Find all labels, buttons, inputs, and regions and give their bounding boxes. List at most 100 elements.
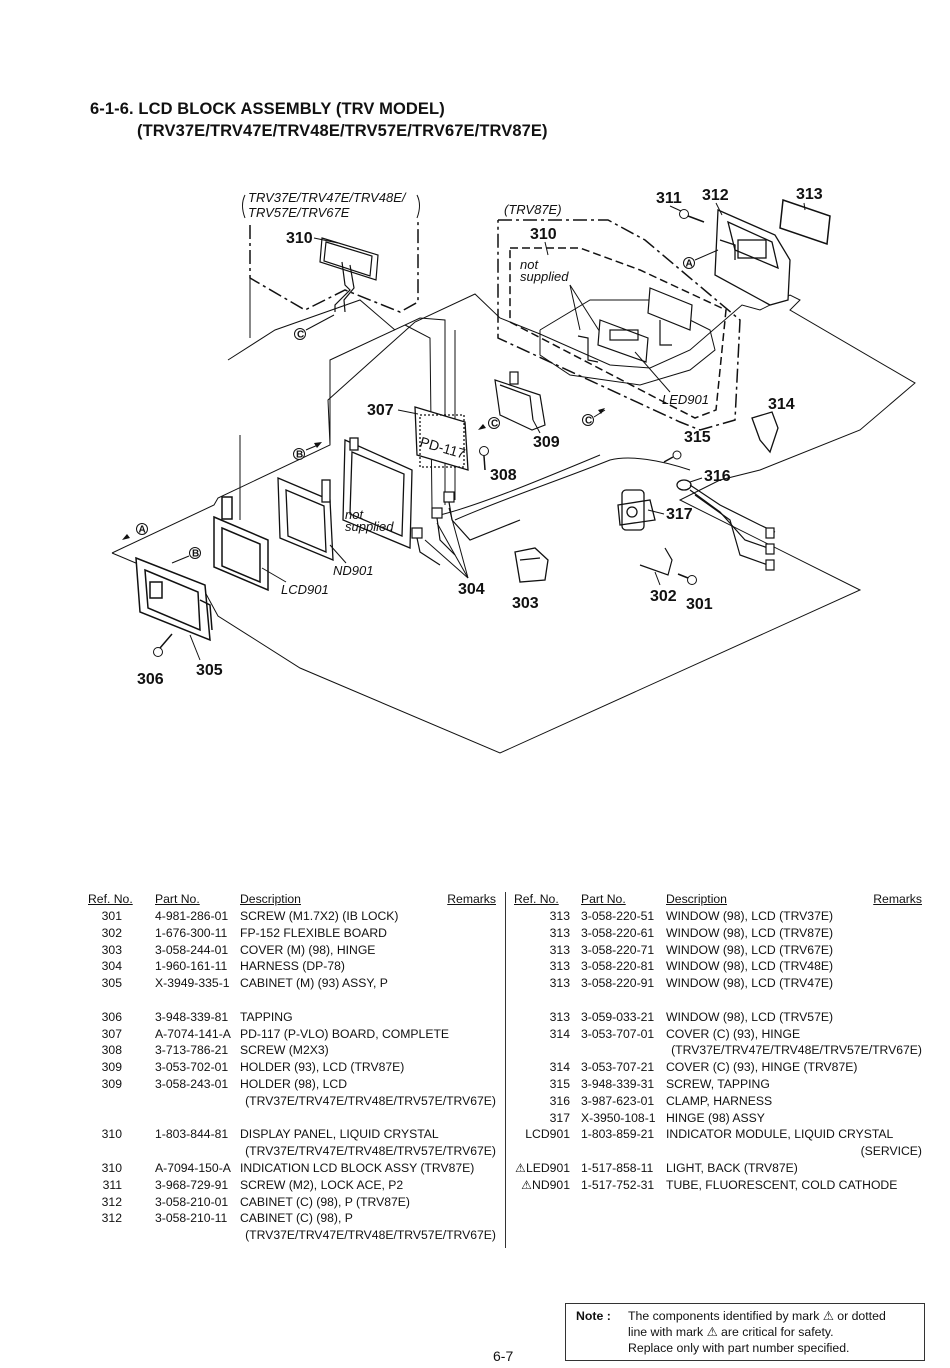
label-308: 308 <box>490 467 517 484</box>
row-description: CLAMP, HARNESS <box>666 1093 773 1108</box>
screw-315-icon <box>663 450 682 463</box>
table-header-left: Ref. No. Part No. Description Remarks <box>88 892 498 909</box>
row-description: CABINET (M) (93) ASSY, P <box>240 976 388 991</box>
row-part-no: A-7074-141-A <box>155 1026 231 1041</box>
row-part-no: X-3949-335-1 <box>155 976 230 991</box>
model-group-2: (TRV87E) <box>504 202 562 217</box>
row-description: DISPLAY PANEL, LIQUID CRYSTAL <box>240 1127 439 1142</box>
connector-b-icon <box>293 448 305 460</box>
row-ref: 313 <box>549 942 570 957</box>
row-ref: 313 <box>549 959 570 974</box>
label-316: 316 <box>704 468 731 485</box>
row-description: CABINET (C) (98), P <box>240 1211 353 1226</box>
lcd-holder-frame <box>342 437 413 549</box>
safety-note: Note : The components identified by mark… <box>565 1303 925 1361</box>
header-desc: Description <box>240 892 301 906</box>
connector-a-label: A <box>686 259 693 270</box>
connector-a-icon-2 <box>136 523 148 535</box>
note-line-1: The components identified by mark ⚠ or d… <box>628 1309 886 1323</box>
label-314: 314 <box>768 396 795 413</box>
row-description: SCREW (M2), LOCK ACE, P2 <box>240 1177 404 1192</box>
flexible-board-302 <box>639 484 776 576</box>
row-ref: 312 <box>101 1211 122 1226</box>
row-ref: 308 <box>101 1043 122 1058</box>
cover-303 <box>514 547 549 583</box>
row-description: HINGE (98) ASSY <box>666 1110 765 1125</box>
model-group-1-line-1: TRV37E/TRV47E/TRV48E/ <box>248 190 407 205</box>
row-part-no: 3-058-243-01 <box>155 1076 229 1091</box>
label-303: 303 <box>512 595 539 612</box>
row-description: HARNESS (DP-78) <box>240 959 345 974</box>
row-ref: 309 <box>101 1076 122 1091</box>
row-ref: 315 <box>549 1076 570 1091</box>
table-row-continuation: (TRV37E/TRV47E/TRV48E/TRV57E/TRV67E) <box>88 1094 498 1111</box>
parts-table-right: Ref. No. Part No. Description Remarks 31… <box>514 892 924 1195</box>
header-part: Part No. <box>155 892 200 906</box>
label-315: 315 <box>684 429 711 446</box>
not-supplied-1b: supplied <box>345 519 394 534</box>
region-boundary-trv87e <box>497 219 741 431</box>
section-title: 6-1-6. LCD BLOCK ASSEMBLY (TRV MODEL) (T… <box>90 98 548 142</box>
label-317: 317 <box>666 506 693 523</box>
row-ref: 309 <box>101 1060 122 1075</box>
row-spacer <box>514 993 924 1010</box>
row-part-no: 4-981-286-01 <box>155 909 229 923</box>
row-ref: 314 <box>549 1060 570 1075</box>
label-310a: 310 <box>286 230 313 247</box>
row-ref: ⚠ND901 <box>521 1177 570 1192</box>
harness-304 <box>411 491 521 566</box>
row-part-no: 3-968-729-91 <box>155 1177 229 1192</box>
row-ref: 313 <box>549 1009 570 1024</box>
row-part-no: 1-676-300-11 <box>155 925 228 940</box>
screw-306-icon <box>153 633 173 657</box>
note-line-3: Replace only with part number specified. <box>628 1341 850 1355</box>
connector-a-label-2: A <box>139 525 146 536</box>
model-group-1-line-2: TRV57E/TRV67E <box>248 205 350 220</box>
row-description: COVER (C) (93), HINGE <box>666 1026 801 1041</box>
row-description: FP-152 FLEXIBLE BOARD <box>240 925 387 940</box>
row-spacer <box>88 1111 498 1128</box>
row-description: SCREW (M2X3) <box>240 1043 329 1058</box>
row-description-continuation: (TRV37E/TRV47E/TRV48E/TRV57E/TRV67E) <box>245 1144 496 1159</box>
row-part-no: 1-803-859-21 <box>581 1127 655 1142</box>
row-description: WINDOW (98), LCD (TRV67E) <box>666 942 834 957</box>
cabinet-305 <box>135 556 213 642</box>
row-part-no: 3-058-220-91 <box>581 976 655 991</box>
cabinet-312 <box>714 209 791 306</box>
table-divider <box>505 892 506 1248</box>
label-309: 309 <box>533 434 560 451</box>
not-supplied-1a: not <box>345 507 364 522</box>
hinge-317 <box>617 489 656 531</box>
header-part: Part No. <box>581 892 626 906</box>
label-307: 307 <box>367 402 394 419</box>
screw-311-icon <box>679 209 705 223</box>
row-part-no: 3-948-339-31 <box>581 1076 655 1091</box>
connector-c-label-2: C <box>585 416 592 427</box>
header-remarks: Remarks <box>873 892 922 906</box>
row-ref: 314 <box>549 1026 570 1041</box>
row-spacer <box>88 993 498 1010</box>
row-ref: ⚠LED901 <box>515 1160 570 1175</box>
row-part-no: 1-960-161-11 <box>155 959 228 974</box>
label-312: 312 <box>702 187 729 204</box>
row-description: COVER (M) (98), HINGE <box>240 942 376 957</box>
connector-b-icon-2 <box>189 547 201 559</box>
row-description: WINDOW (98), LCD (TRV87E) <box>666 925 834 940</box>
nd901-frame <box>277 477 334 561</box>
label-306: 306 <box>137 671 164 688</box>
assembly-outline <box>111 293 916 754</box>
connector-b-label: B <box>296 450 303 461</box>
